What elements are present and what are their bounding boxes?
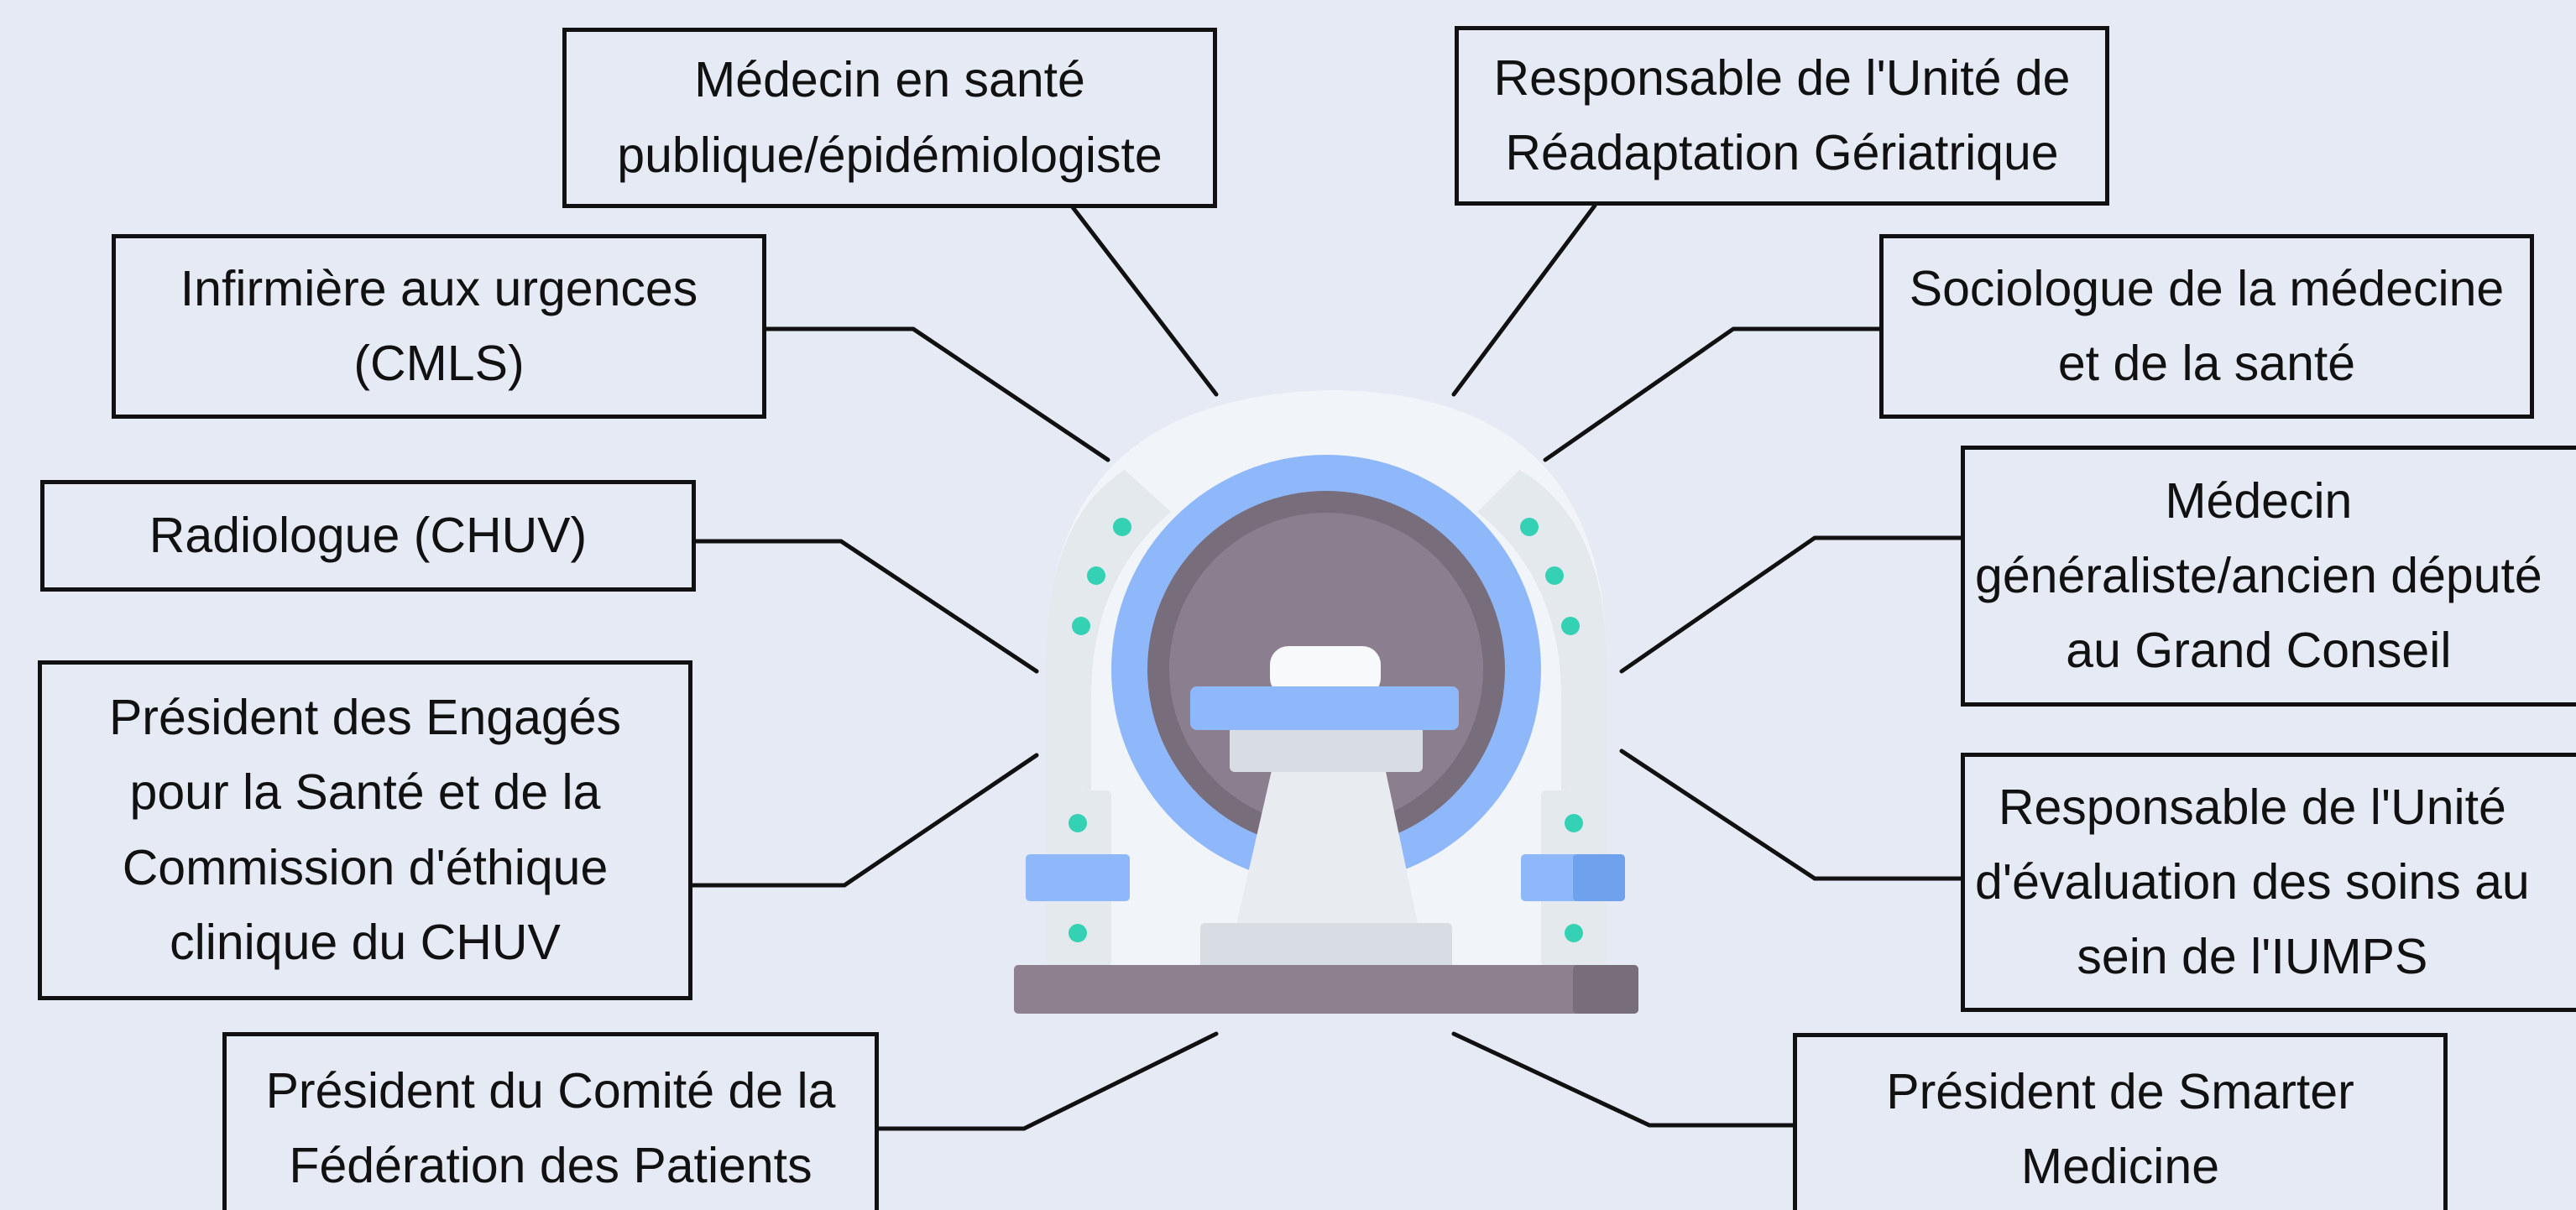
stakeholder-box: Président des Engagés pour la Santé et d… [38,660,692,1000]
stakeholder-box: Responsable de l'Unité de Réadaptation G… [1455,26,2109,206]
stakeholder-box: Médecin généraliste/ancien député au Gra… [1961,446,2576,707]
indicator-led [1069,814,1087,832]
indicator-led [1072,617,1090,635]
stakeholder-label: Médecin généraliste/ancien député au Gra… [1975,472,2542,679]
connector-line [1619,535,1963,674]
connector-line [1543,326,1883,462]
stakeholder-box: Radiologue (CHUV) [40,480,696,592]
table-pedestal [1234,759,1420,936]
indicator-led [1561,617,1580,635]
stakeholder-box: Président de Smarter Medicine [1793,1033,2448,1210]
connector-line [876,1031,1219,1131]
stakeholder-label: Président des Engagés pour la Santé et d… [108,690,622,970]
scanner-base [1014,965,1638,1014]
table-foot [1200,923,1452,973]
stakeholder-box: Infirmière aux urgences (CMLS) [112,234,766,419]
stakeholder-box: Responsable de l'Unité d'évaluation des … [1961,753,2576,1012]
stakeholder-label: Médecin en santé publique/épidémiologist… [617,52,1163,183]
connector-line [764,326,1110,462]
table-support [1230,727,1423,772]
indicator-led [1565,814,1583,832]
indicator-led [1087,566,1105,585]
indicator-led [1520,518,1539,536]
connector-line [1451,1031,1795,1128]
connector-line [690,753,1039,888]
scanner-lower-cover [1083,789,1570,967]
table-top [1190,686,1459,730]
connector-line [1070,205,1219,397]
stakeholder-label: Responsable de l'Unité d'évaluation des … [1975,779,2530,985]
stakeholder-label: Responsable de l'Unité de Réadaptation G… [1493,50,2071,180]
indicator-led [1069,924,1087,942]
table-headrest [1270,646,1381,696]
stakeholder-label: Président du Comité de la Fédération des… [265,1062,836,1193]
scanner-base-shade [1573,965,1638,1014]
stakeholder-box: Président du Comité de la Fédération des… [222,1032,879,1210]
left-control [1026,854,1130,901]
stakeholder-label: Président de Smarter Medicine [1886,1063,2354,1194]
indicator-led [1565,924,1583,942]
right-control-shade [1573,854,1625,901]
stakeholder-box: Médecin en santé publique/épidémiologist… [562,28,1217,208]
stakeholder-label: Sociologue de la médecine et de la santé [1909,260,2505,391]
connector-line [1619,748,1963,881]
stakeholder-label: Infirmière aux urgences (CMLS) [180,260,698,391]
indicator-led [1545,566,1564,585]
stakeholder-box: Sociologue de la médecine et de la santé [1879,234,2534,419]
connector-line [1451,203,1597,397]
connector-line [693,539,1039,674]
indicator-led [1113,518,1131,536]
stakeholder-label: Radiologue (CHUV) [149,507,588,563]
